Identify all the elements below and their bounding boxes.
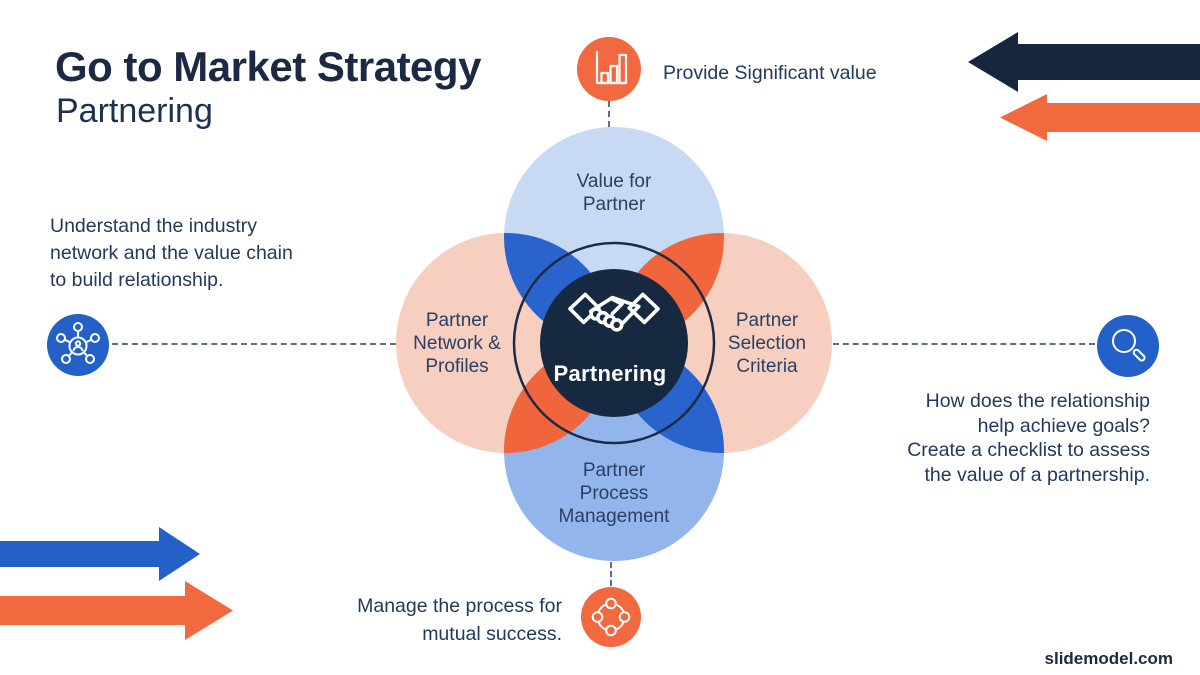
venn-label-right: Partner Selection Criteria [727,310,807,377]
orange-right-arrow [0,581,233,640]
right-callout-text: How does the relationship help achieve g… [907,390,1150,486]
venn-label-top: Value for Partner [576,171,652,215]
left-icon-badge [47,314,109,376]
right-icon-badge [1097,315,1159,377]
page-title: Go to Market Strategy [55,43,481,90]
venn-label-left: Partner Network & Profiles [413,310,501,377]
orange-left-arrow [1000,94,1200,141]
handshake-icon [568,292,660,332]
magnifier-icon [1112,329,1146,362]
brand-text: slidemodel.com [1044,649,1173,668]
left-callout-text: Understand the industry network and the … [50,215,293,291]
bottom-icon-badge [581,587,641,647]
top-icon-badge [577,37,641,101]
cycle-icon [591,597,631,637]
bottom-callout-text: Manage the process for mutual success. [357,595,562,645]
venn-ring [512,241,716,445]
top-callout-text: Provide Significant value [663,62,877,84]
dashed-connector-top [608,101,610,127]
dashed-connector-left [112,343,396,345]
partnering-label: Partnering [553,361,667,386]
page-subtitle: Partnering [56,92,213,130]
dashed-connector-bottom [610,562,612,586]
bar-chart-icon [595,50,628,85]
blue-right-arrow [0,527,200,581]
venn-center-circle [540,269,688,417]
venn-diagram [396,127,832,561]
network-icon [56,322,100,364]
venn-label-bottom: Partner Process Management [558,460,670,527]
dashed-connector-right [833,343,1095,345]
navy-left-arrow [968,32,1200,92]
